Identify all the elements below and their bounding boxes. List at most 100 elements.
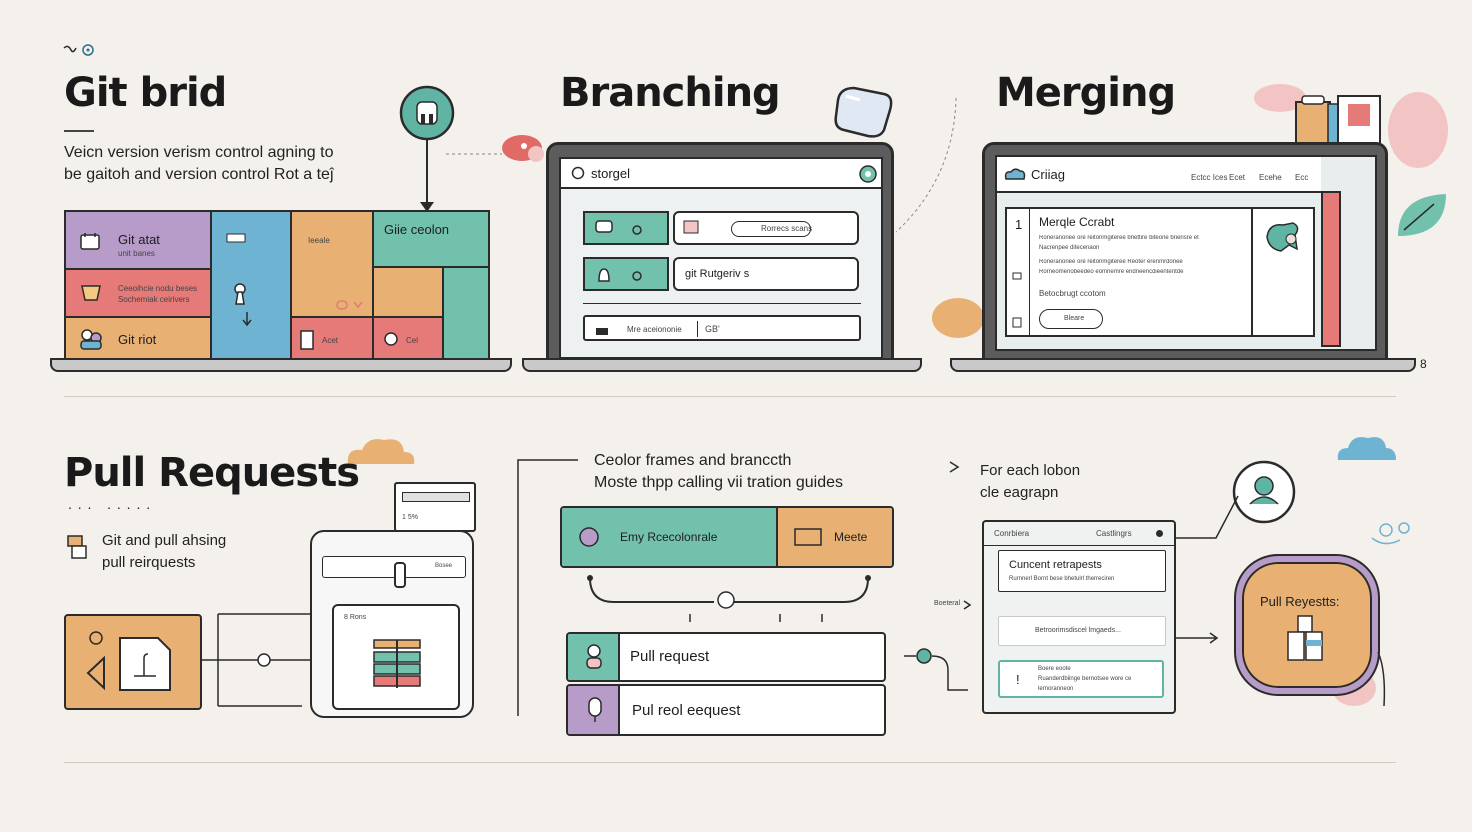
field-chip xyxy=(731,221,811,237)
printer-field-label: Bosee xyxy=(435,563,453,569)
request-card-3-line2: Ruanderdbiinge bernotsee wore ce xyxy=(1038,676,1132,682)
merging-nav-1[interactable]: Ectcc Ices xyxy=(1191,173,1228,182)
panel-line-4: Rorneomenobeedeo eomnemre endneencdieent… xyxy=(1039,269,1184,275)
request-card-2[interactable]: Betroorimsdiscel lmgaeds... xyxy=(998,616,1166,646)
user-icon xyxy=(584,644,604,675)
merging-window: Criiag Ectcc Ices Ecet Ecehe Ecc 1 Merql… xyxy=(995,155,1377,351)
small-monitor: 1 5% xyxy=(394,482,476,532)
machine-knob[interactable] xyxy=(394,562,406,588)
merging-sidebar-red[interactable] xyxy=(1321,191,1341,347)
grid-cell-orange4[interactable] xyxy=(336,266,444,318)
request-header-dot[interactable] xyxy=(1156,530,1163,537)
cube-icon xyxy=(830,82,896,147)
merging-nav-4[interactable]: Ecc xyxy=(1295,173,1309,182)
document-icon xyxy=(300,330,314,355)
grid-cell5-label: Ieeale xyxy=(308,236,330,245)
merging-nav-2[interactable]: Ecet xyxy=(1229,173,1246,182)
git-grid-panel: Git atat unit banes Ceeoihcie nodu beses… xyxy=(64,210,490,360)
merge-bar-right[interactable]: Meete xyxy=(776,508,892,566)
merging-nav-3[interactable]: Ecehe xyxy=(1259,173,1282,182)
grid-cell-red[interactable]: Ceeoihcie nodu beses Sochemiak ceirivers xyxy=(64,268,212,318)
avatar-connector xyxy=(1176,494,1240,547)
pr-badge-tail xyxy=(1376,650,1388,715)
merge-bar[interactable]: Emy Rcecolonrale Meete xyxy=(560,506,894,568)
inbox-icon xyxy=(794,528,822,551)
right-heading: For each lobon cle eagrapn xyxy=(980,460,1080,504)
merge-bar-right-label: Meete xyxy=(834,530,868,544)
grid-cell6-label: Acet xyxy=(322,336,339,345)
pull-requests-dots: . . . . . . . . xyxy=(68,496,152,512)
request-card-3[interactable]: ! Boere eoote Ruanderdbiinge bernotsee w… xyxy=(998,660,1164,698)
branch-divider xyxy=(583,303,861,304)
branch-row-1-field[interactable]: Rorrecs scans xyxy=(673,211,859,245)
grid-cell-teal[interactable]: Giie ceolon xyxy=(372,210,490,268)
pr-desc-line2: pull reirquests xyxy=(102,554,196,571)
machine-body[interactable]: Bosee 8 Rons xyxy=(310,530,474,718)
panel-number: 1 xyxy=(1015,217,1023,232)
dashed-link xyxy=(446,143,506,161)
pr-item-1[interactable]: Pull request xyxy=(566,632,886,682)
branching-window-header: storgel xyxy=(561,159,881,189)
dino-icon xyxy=(1263,217,1303,262)
top-left-logo-icon xyxy=(62,42,96,63)
panel-title: Merqle Ccrabt xyxy=(1039,215,1115,229)
grid-cell-red3[interactable]: Cel xyxy=(372,316,444,360)
refresh-icon[interactable] xyxy=(571,166,585,185)
branch-row-3[interactable]: Mre aceiononie GB' xyxy=(583,315,861,341)
request-header-right[interactable]: Castlingrs xyxy=(1096,529,1132,538)
branch-row-1-text: Rorrecs scans xyxy=(761,224,813,233)
request-card-1[interactable]: Cuncent retrapests Rurnnerl Bornt bese b… xyxy=(998,550,1166,592)
pr-badge-label: Pull Reyestts: xyxy=(1260,594,1340,609)
request-left-connector xyxy=(902,644,972,697)
grid-cell1-label: Git atat xyxy=(118,232,160,247)
clock-icon xyxy=(384,332,398,351)
grid-cell7-label: Cel xyxy=(406,336,419,345)
cup-icon xyxy=(80,284,102,307)
monitor-bar-2: 1 5% xyxy=(402,514,418,521)
panel-button[interactable]: Bleare xyxy=(1039,309,1103,329)
panel-line-2: Nacrenpee ditecenaon xyxy=(1039,245,1100,251)
pr-item-1-label: Pull request xyxy=(630,648,710,665)
panel-line-3: Roneranoriee ore reitonmgiteree Reoter e… xyxy=(1039,259,1183,265)
grid-cell-purple[interactable]: Git atat unit banes xyxy=(64,210,212,270)
git-brid-desc-line1: Veicn version verism control agning to xyxy=(64,144,334,161)
merge-bar-left-label: Emy Rcecolonrale xyxy=(620,530,718,544)
pr-badge[interactable]: Pull Reyestts: xyxy=(1236,556,1378,694)
grid-cell-teal2[interactable] xyxy=(442,266,490,360)
request-card-1-sub: Rurnnerl Bornt bese bhetulrl therreciren xyxy=(1009,576,1115,582)
branch-row-3-label: Mre aceiononie xyxy=(627,325,682,334)
request-header-left[interactable]: Conrbiera xyxy=(994,529,1030,538)
gear-cluster-icon xyxy=(1370,518,1418,555)
pr-item-2-label: Pul reol eequest xyxy=(632,702,741,719)
orange-blob-decor xyxy=(930,296,986,345)
folder-card[interactable] xyxy=(64,614,202,710)
grid-cell-red2[interactable]: Acet xyxy=(290,316,374,360)
section-divider-bottom xyxy=(64,762,1396,763)
merging-side-number: 8 xyxy=(1420,357,1427,371)
pr-item-2[interactable]: Pul reol eequest xyxy=(566,684,886,736)
request-side-arrow xyxy=(962,598,974,616)
grid-cell-orange[interactable]: Git riot xyxy=(64,316,212,360)
merging-window-header: Criiag Ectcc Ices Ecet Ecehe Ecc xyxy=(997,157,1321,193)
grid-cell-blue[interactable] xyxy=(210,210,292,360)
merge-bracket xyxy=(584,572,874,627)
link-icon xyxy=(336,298,366,316)
merge-bar-left[interactable]: Emy Rcecolonrale xyxy=(562,508,776,566)
calendar-icon xyxy=(80,232,100,255)
keyhole-icon xyxy=(232,282,248,311)
branch-row-1-icons[interactable] xyxy=(583,211,669,245)
grid-cell4-label: Giie ceolon xyxy=(384,222,450,237)
image-icon xyxy=(683,220,699,239)
clipboard-icon xyxy=(66,534,90,565)
branching-title: Branching xyxy=(560,70,781,116)
branching-laptop-base xyxy=(522,358,922,372)
pink-blob-decor xyxy=(1250,82,1450,177)
stack-icon xyxy=(372,638,422,699)
branch-row-2-icons[interactable] xyxy=(583,257,669,291)
chat-icon xyxy=(595,220,613,241)
branch-row-2-field[interactable]: git Rutgeriv s xyxy=(673,257,859,291)
avatar-bubble-icon xyxy=(1228,460,1300,529)
request-right-arrow xyxy=(1176,630,1222,651)
status-dot-icon[interactable] xyxy=(859,165,877,188)
connector-arrow-icon xyxy=(948,460,962,479)
